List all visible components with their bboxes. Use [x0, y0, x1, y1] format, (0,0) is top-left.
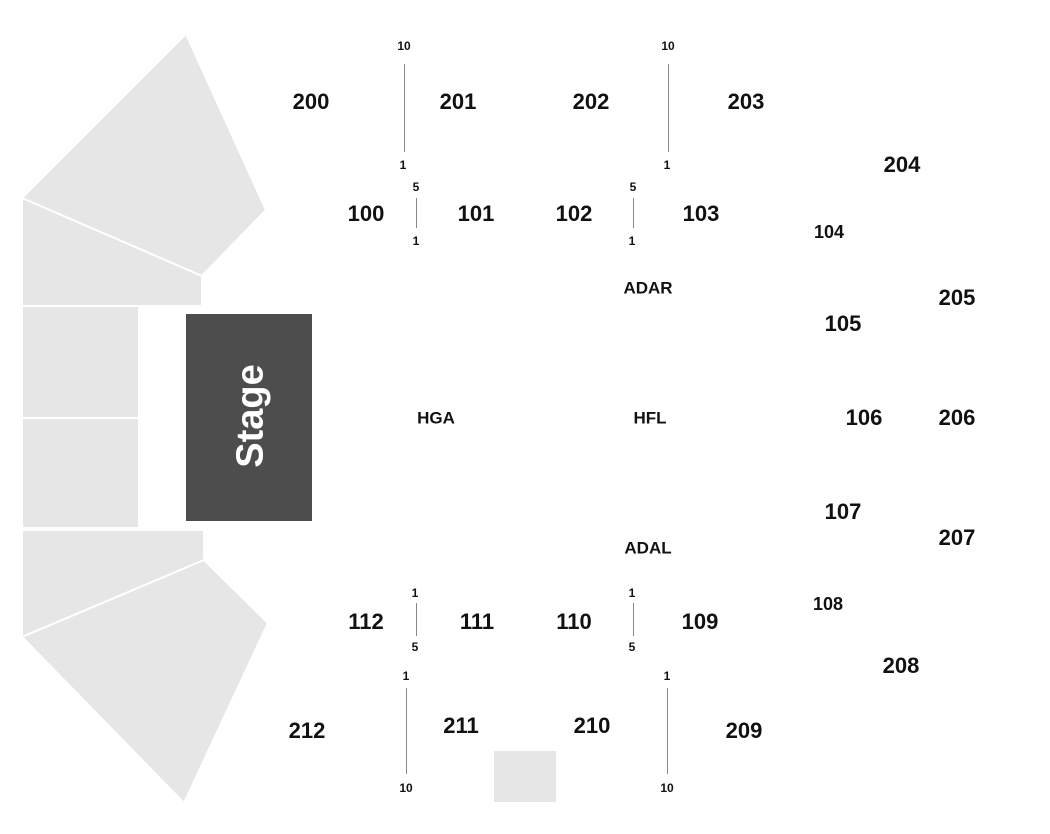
row-marker: 1 — [663, 158, 671, 172]
section-106[interactable]: 106 — [845, 405, 883, 430]
section-207[interactable]: 207 — [938, 525, 976, 550]
section-110[interactable]: 110 — [556, 609, 592, 634]
row-marker: 10 — [661, 39, 675, 53]
row-marker: 10 — [660, 781, 674, 795]
row-marker: 1 — [628, 234, 636, 248]
unavailable-section-left-upper — [21, 196, 203, 307]
row-divider — [667, 688, 668, 774]
section-adal[interactable]: ADAL — [624, 538, 672, 558]
section-200[interactable]: 200 — [292, 89, 330, 114]
row-marker: 10 — [399, 781, 413, 795]
section-hga[interactable]: HGA — [417, 408, 455, 428]
section-105[interactable]: 105 — [824, 311, 862, 336]
section-adar[interactable]: ADAR — [623, 278, 673, 298]
section-101[interactable]: 101 — [457, 201, 495, 226]
section-104[interactable]: 104 — [813, 222, 845, 242]
row-divider — [633, 198, 634, 228]
row-marker: 1 — [402, 669, 410, 683]
row-marker: 1 — [628, 586, 636, 600]
row-marker: 1 — [411, 586, 419, 600]
row-marker: 5 — [411, 640, 419, 654]
row-divider — [668, 64, 669, 152]
row-marker: 1 — [663, 669, 671, 683]
stage-label: Stage — [229, 364, 272, 468]
row-divider — [406, 688, 407, 774]
row-marker: 1 — [399, 158, 407, 172]
section-108[interactable]: 108 — [812, 594, 844, 614]
section-202[interactable]: 202 — [572, 89, 610, 114]
section-112[interactable]: 112 — [348, 609, 384, 634]
section-209[interactable]: 209 — [725, 718, 763, 743]
row-marker: 5 — [412, 180, 420, 194]
section-208[interactable]: 208 — [882, 653, 920, 678]
section-107[interactable]: 107 — [824, 499, 862, 524]
section-103[interactable]: 103 — [682, 201, 720, 226]
section-210[interactable]: 210 — [573, 713, 611, 738]
section-102[interactable]: 102 — [555, 201, 593, 226]
section-206[interactable]: 206 — [938, 405, 976, 430]
row-marker: 10 — [397, 39, 411, 53]
row-marker: 1 — [412, 234, 420, 248]
section-203[interactable]: 203 — [727, 89, 765, 114]
section-111[interactable]: 111 — [459, 609, 495, 634]
stage — [186, 314, 312, 521]
section-212[interactable]: 212 — [288, 718, 326, 743]
section-109[interactable]: 109 — [681, 609, 719, 634]
unavailable-section-lower-left — [20, 558, 270, 805]
row-divider — [404, 64, 405, 152]
row-divider — [416, 198, 417, 228]
unavailable-section-bottom — [492, 749, 558, 804]
section-204[interactable]: 204 — [883, 152, 921, 177]
row-marker: 5 — [629, 180, 637, 194]
section-201[interactable]: 201 — [439, 89, 477, 114]
section-211[interactable]: 211 — [443, 713, 479, 738]
row-marker: 5 — [628, 640, 636, 654]
row-divider — [416, 603, 417, 636]
section-100[interactable]: 100 — [347, 201, 385, 226]
unavailable-section-left-b — [21, 417, 140, 529]
row-divider — [633, 603, 634, 636]
unavailable-section-left-a — [21, 305, 140, 419]
section-205[interactable]: 205 — [938, 285, 976, 310]
section-hfl[interactable]: HFL — [633, 408, 667, 428]
